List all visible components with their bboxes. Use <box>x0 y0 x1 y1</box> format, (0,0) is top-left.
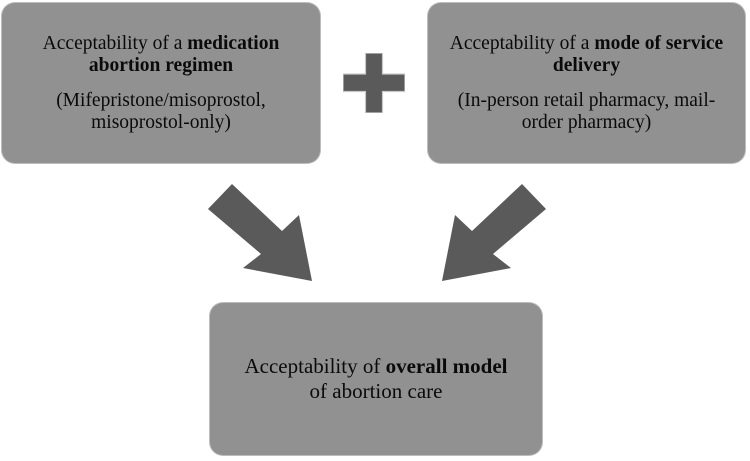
overall-text: Acceptability of overall model of aborti… <box>234 354 518 404</box>
concept-box-service-delivery: Acceptability of a mode of service deliv… <box>428 3 745 163</box>
service-detail: (In-person retail pharmacy, mail-order p… <box>457 89 716 133</box>
overall-text-suffix: of abortion care <box>309 379 443 403</box>
service-heading-bold: mode of service delivery <box>552 32 724 76</box>
medication-detail: (Mifepristone/misoprostol, misoprostol-o… <box>56 89 266 133</box>
arrow-service-to-overall-icon <box>424 176 558 291</box>
service-heading: Acceptability of a mode of service deliv… <box>440 33 733 77</box>
medication-heading-bold: medication abortion regimen <box>88 32 280 76</box>
service-heading-prefix: Acceptability of a <box>449 32 595 54</box>
overall-text-bold: overall model <box>385 354 508 378</box>
medication-heading: Acceptability of a medication abortion r… <box>14 33 308 77</box>
concept-box-medication-regimen: Acceptability of a medication abortion r… <box>2 3 320 163</box>
medication-heading-prefix: Acceptability of a <box>42 32 188 54</box>
concept-box-overall-model: Acceptability of overall model of aborti… <box>210 303 542 455</box>
arrow-medication-to-overall-icon <box>196 176 330 291</box>
overall-text-prefix: Acceptability of <box>244 354 386 378</box>
plus-icon <box>342 52 406 114</box>
